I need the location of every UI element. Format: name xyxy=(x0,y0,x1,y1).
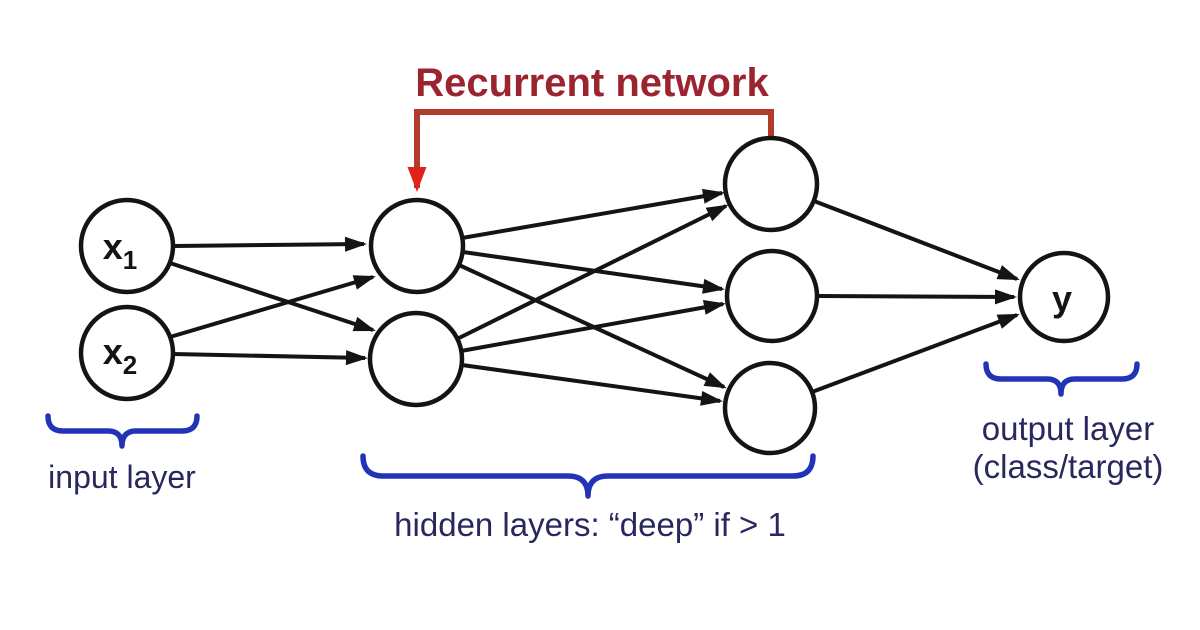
network-nodes xyxy=(78,135,1111,456)
edge-h2top-y xyxy=(813,199,1020,281)
edge-h2mid-y xyxy=(816,289,1017,305)
node-label-x1: x1 xyxy=(103,226,138,275)
node-label-x2: x2 xyxy=(103,331,138,380)
input-layer-label: input layer xyxy=(48,459,196,495)
input-layer-brace xyxy=(45,413,200,449)
edge-x2-h1top xyxy=(169,275,376,339)
edge-h1bottom-h2mid xyxy=(460,299,726,353)
recurrent-connection-arrow xyxy=(407,109,774,192)
node-label-y: y xyxy=(1052,278,1072,319)
edge-x2-h1bottom xyxy=(172,350,368,366)
edges-input-to-hidden1 xyxy=(169,236,376,366)
edges-hidden1-to-hidden2 xyxy=(456,188,729,406)
output-layer-label-line1: output layer xyxy=(982,410,1154,447)
input-node-x1 xyxy=(78,197,176,295)
hidden-layers-brace xyxy=(360,453,816,499)
input-node-x2 xyxy=(78,304,176,402)
hidden2-node-top xyxy=(722,135,820,233)
output-node-y xyxy=(1017,250,1111,344)
edge-h1top-h2top xyxy=(461,188,725,240)
edge-h1bottom-h2top xyxy=(456,204,729,341)
hidden2-node-mid xyxy=(724,248,820,344)
edge-x1-h1top xyxy=(173,236,367,252)
edge-x1-h1bottom xyxy=(169,261,376,332)
hidden1-node-bottom xyxy=(367,310,465,408)
hidden2-node-bottom xyxy=(722,360,818,456)
edges-hidden2-to-output xyxy=(811,199,1020,394)
hidden-layers-label: hidden layers: “deep” if > 1 xyxy=(394,506,786,543)
recurrent-network-title: Recurrent network xyxy=(415,61,769,105)
output-layer-label-line2: (class/target) xyxy=(973,448,1164,485)
hidden1-node-top xyxy=(368,197,466,295)
edge-h1bottom-h2bottom xyxy=(461,363,723,406)
output-layer-brace xyxy=(983,361,1140,397)
edge-h2bottom-y xyxy=(811,313,1020,394)
